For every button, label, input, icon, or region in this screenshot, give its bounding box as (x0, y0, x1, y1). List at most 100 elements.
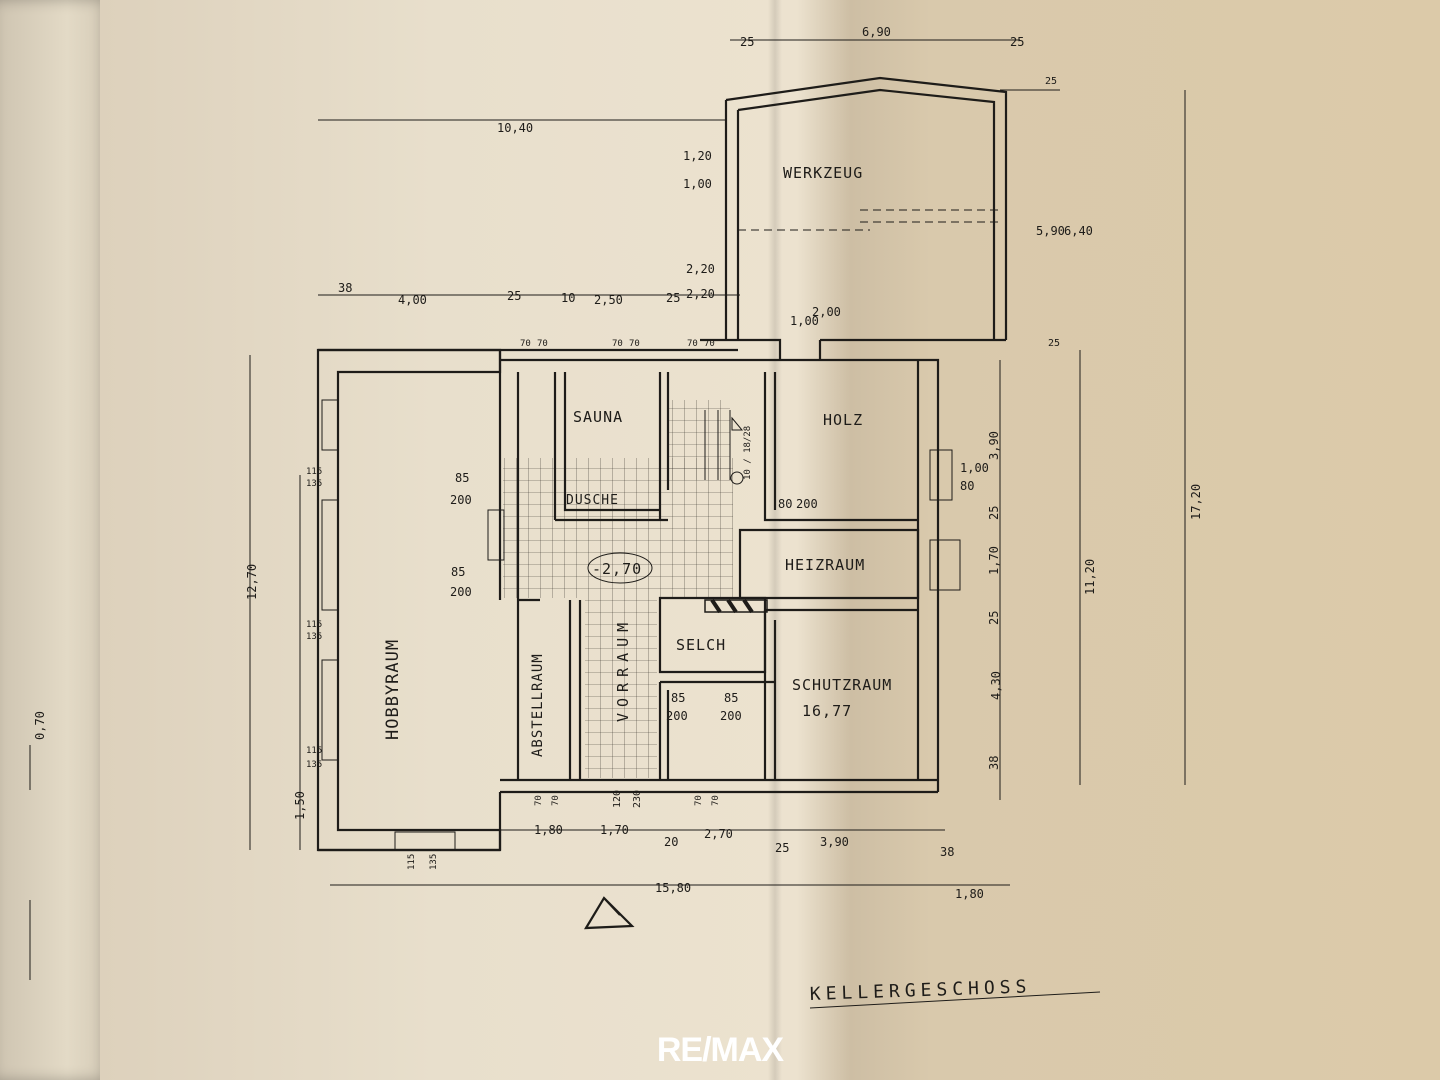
dim-bottom: 70 (534, 795, 544, 806)
dim-row: 4,00 (398, 293, 427, 307)
dim-right: 25 (1048, 338, 1060, 349)
orientation-marker-icon (584, 896, 635, 930)
dim-bottom: 70 (694, 795, 704, 806)
dim-bottom: 230 (632, 790, 643, 808)
dim-bottom: 20 (664, 835, 678, 849)
dim-door: 70 (704, 339, 715, 349)
dim-door: 70 (629, 339, 640, 349)
dim-opening: 1,00 (683, 177, 712, 191)
dim-opening: 2,20 (686, 262, 715, 276)
staircase (704, 410, 744, 485)
level-marker (587, 552, 653, 584)
dim-window: 135 (306, 632, 322, 642)
dim-door: 85 (671, 691, 685, 705)
blueprint-paper (100, 0, 1440, 1080)
dim-door: 70 (687, 339, 698, 349)
room-werkzeug: WERKZEUG (783, 164, 863, 182)
stair-treads (668, 400, 730, 480)
dim-total-height: 17,20 (1189, 484, 1203, 520)
room-hobbyraum: HOBBYRAUM (383, 639, 403, 740)
room-holz: HOLZ (823, 411, 863, 429)
remax-logo: RE/MAX (656, 1031, 784, 1069)
drawing-title: KELLERGESCHOSS (809, 976, 1031, 1005)
title-underline (809, 991, 1101, 1009)
dim-bottom: 1,80 (534, 823, 563, 837)
windows (321, 399, 961, 851)
dim-bottom: 70 (711, 795, 721, 806)
dim-left: 12,70 (245, 564, 259, 600)
dim-door: 200 (666, 709, 688, 723)
dim-right: 1,00 (960, 461, 989, 475)
dimension-lines (29, 39, 1186, 980)
dim-right: 25 (1045, 76, 1057, 87)
dim-holz: 1,00 (790, 314, 819, 328)
dim-right: 3,90 (987, 431, 1001, 460)
dim-right: 6,40 (1064, 224, 1093, 238)
dim-door: 200 (450, 493, 472, 507)
dim-row: 38 (338, 281, 352, 295)
dim-25: 25 (740, 35, 754, 49)
paper-fold (768, 0, 782, 1080)
dim-right: 80 (960, 479, 974, 493)
dim-row: 25 (666, 291, 680, 305)
dim-window: 135 (429, 854, 439, 870)
dim-row: 2,50 (594, 293, 623, 307)
main-walls (316, 348, 940, 852)
dim-row: 10 (561, 291, 575, 305)
dim-window: 115 (306, 467, 322, 477)
dim-25: 25 (1010, 35, 1024, 49)
dim-door: 70 (612, 339, 623, 349)
room-schutzraum: SCHUTZRAUM (792, 676, 892, 694)
dim-door: 200 (450, 585, 472, 599)
dim-bottom: 70 (551, 795, 561, 806)
werkzeug-annex-walls (700, 76, 1008, 360)
dim-door: 85 (724, 691, 738, 705)
dim-left: 1,50 (293, 791, 307, 820)
room-abstellraum: ABSTELLRAUM (530, 653, 546, 757)
dim-werkzeug-width: 6,90 (862, 25, 891, 39)
tiled-floor-corridor (503, 458, 733, 598)
dim-door: 85 (455, 471, 469, 485)
dim-right: 5,90 (1036, 224, 1065, 238)
dim-stair: 10 / 18/28 (743, 426, 753, 480)
dim-bottom: 3,90 (820, 835, 849, 849)
dim-opening: 2,20 (686, 287, 715, 301)
room-dusche: DUSCHE (566, 493, 619, 508)
dim-window: 115 (306, 620, 322, 630)
dim-row: 25 (507, 289, 521, 303)
dim-holz: 2,00 (812, 305, 841, 319)
dim-door: 80 (778, 497, 792, 511)
dim-right: 25 (987, 506, 1001, 520)
dim-door: 70 (520, 339, 531, 349)
dim-bottom: 38 (940, 845, 954, 859)
tiled-floor-vorraum (585, 598, 657, 778)
dim-bottom: 120 (612, 790, 623, 808)
dim-bottom: 25 (775, 841, 789, 855)
dim-opening: 1,20 (683, 149, 712, 163)
room-sauna: SAUNA (573, 408, 623, 426)
dim-right: 4,30 (989, 671, 1003, 700)
dim-window: 115 (407, 854, 417, 870)
previous-page (0, 0, 112, 1080)
dim-right: 38 (987, 756, 1001, 770)
level-label: -2,70 (592, 560, 642, 578)
dim-window: 135 (306, 760, 322, 770)
dim-right: 11,20 (1083, 559, 1097, 595)
dim-bottom-total: 15,80 (655, 881, 691, 895)
dim-window: 135 (306, 479, 322, 489)
room-selch: SELCH (676, 636, 726, 654)
dim-window: 115 (306, 746, 322, 756)
dim-door: 200 (720, 709, 742, 723)
dim-right: 1,70 (987, 546, 1001, 575)
dim-right: 25 (987, 611, 1001, 625)
dim-bottom: 1,80 (955, 887, 984, 901)
room-heizraum: HEIZRAUM (785, 556, 865, 574)
dim-door: 70 (537, 339, 548, 349)
dim-door: 200 (796, 497, 818, 511)
dim-bottom: 1,70 (600, 823, 629, 837)
dim-bottom: 2,70 (704, 827, 733, 841)
dim-left-margin: 0,70 (33, 711, 47, 740)
room-schutzraum-area: 16,77 (802, 702, 852, 720)
boiler-units (704, 598, 768, 614)
